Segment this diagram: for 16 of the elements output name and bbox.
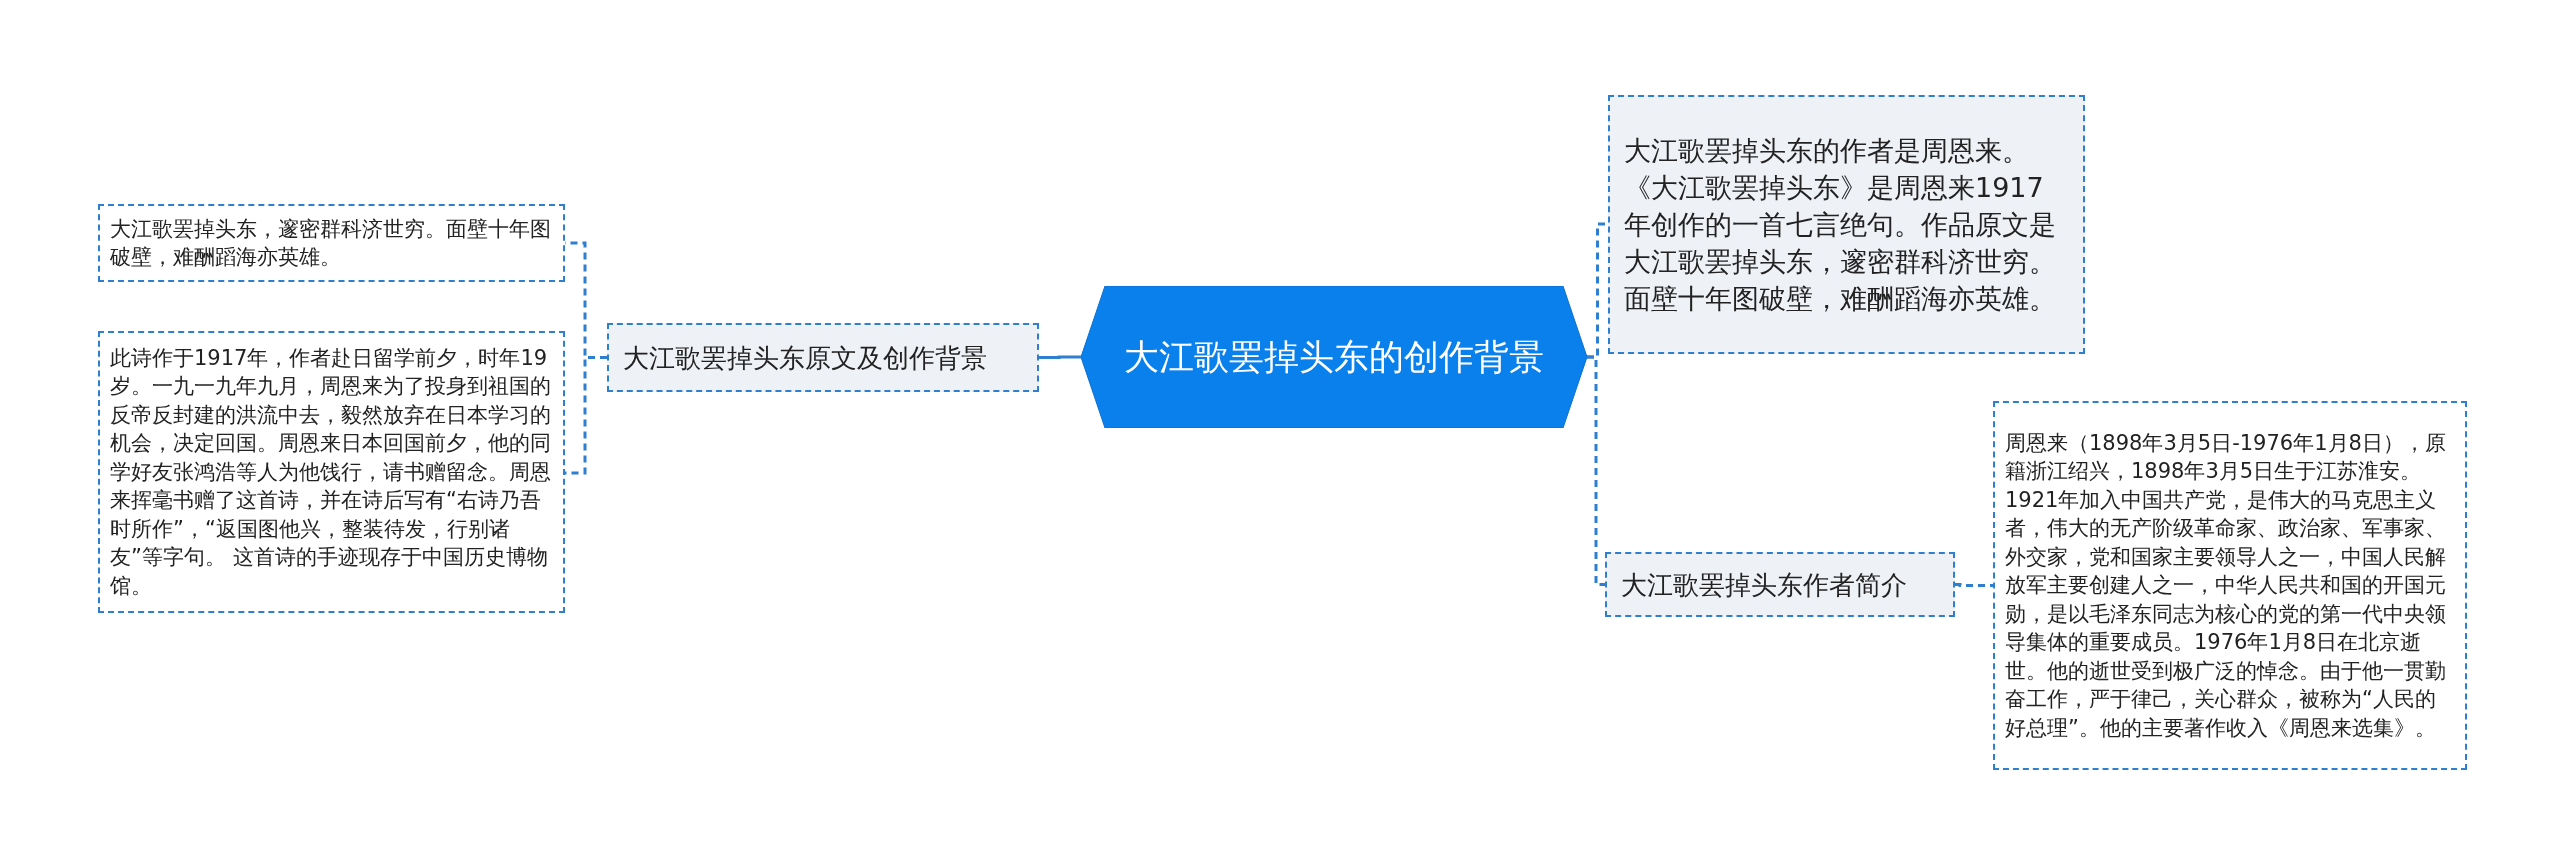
note-text: 周恩来（1898年3月5日-1976年1月8日），原籍浙江绍兴，1898年3月5日生于江苏淮安。1921年加入中国共产党，是伟大的马克思主义者，伟大的无产阶级革命家、政治家、军事家、外交家，党和国家主要领导人之一，中国人民解放军主要创建人之一，中华人民共和国的开国元勋，是以毛泽东同志为核心的党的第一代中央领导集体的重要成员。1976年1月8日在北京逝世。他的逝世受到极广泛的悼念。由于他一贯勤奋工作，严于律己，关心群众，被称为“人民的好总理”。他的主要著作收入《周恩来选集》。 bbox=[2005, 429, 2447, 742]
note-box bbox=[98, 204, 565, 282]
central-topic-hexagon bbox=[1081, 286, 1587, 428]
note-box bbox=[1993, 401, 2467, 770]
note-box bbox=[1608, 95, 2085, 354]
note-text: 大江歌罢掉头东，邃密群科济世穷。面壁十年图破壁，难酬蹈海亦英雄。 bbox=[110, 216, 552, 271]
topic-text: 大江歌罢掉头东的创作背景 bbox=[1124, 336, 1544, 379]
connector-line bbox=[1587, 355, 1605, 586]
topic-box bbox=[607, 323, 1039, 392]
topic-box bbox=[1605, 552, 1955, 617]
topic-text: 大江歌罢掉头东作者简介 bbox=[1621, 568, 1907, 602]
topic-text: 大江歌罢掉头东原文及创作背景 bbox=[623, 341, 987, 375]
connector-line bbox=[1955, 583, 1993, 587]
connector-line bbox=[1039, 355, 1081, 359]
note-text: 大江歌罢掉头东的作者是周恩来。《大江歌罢掉头东》是周恩来1917年创作的一首七言绝句。作品原文是大江歌罢掉头东，邃密群科济世穷。面壁十年图破壁，难酬蹈海亦英雄。 bbox=[1624, 134, 2057, 316]
note-text: 此诗作于1917年，作者赴日留学前夕，时年19岁。一九一九年九月，周恩来为了投身到祖国的反帝反封建的洪流中去，毅然放弃在日本学习的机会，决定回国。周恩来日本回国前夕，他的同学好友张鸿浩等人为他饯行，请书赠留念。周恩来挥毫书赠了这首诗，并在诗后写有“右诗乃吾时所作”，“返国图他兴，整装待发，行别诸友”等字句。 这首诗的手迹现存于中国历史博物馆。 bbox=[110, 344, 552, 600]
